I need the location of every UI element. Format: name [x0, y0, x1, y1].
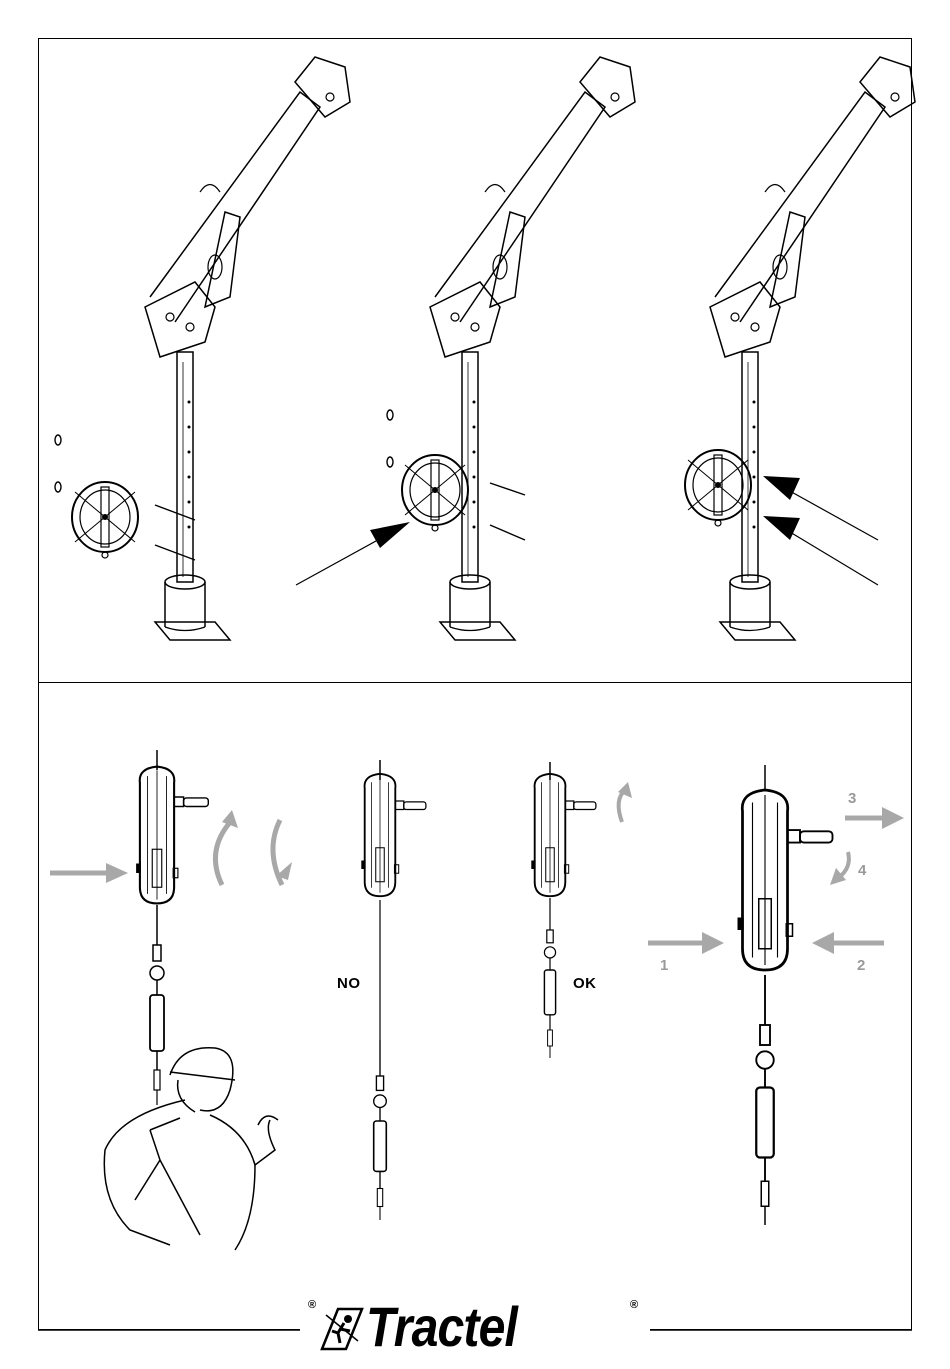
- tractel-climber-icon: [318, 1305, 366, 1353]
- step-3: 3: [848, 790, 856, 807]
- step-2: 2: [857, 957, 865, 974]
- brand-name: Tractel: [366, 1295, 517, 1359]
- brand-logo: ® Tractel ®: [300, 1295, 650, 1359]
- reg-mark-right: ®: [630, 1299, 638, 1311]
- step-4: 4: [858, 862, 866, 879]
- label-ok: OK: [573, 975, 597, 992]
- step-1: 1: [660, 957, 668, 974]
- label-no: NO: [337, 975, 361, 992]
- reg-mark-left: ®: [308, 1299, 316, 1311]
